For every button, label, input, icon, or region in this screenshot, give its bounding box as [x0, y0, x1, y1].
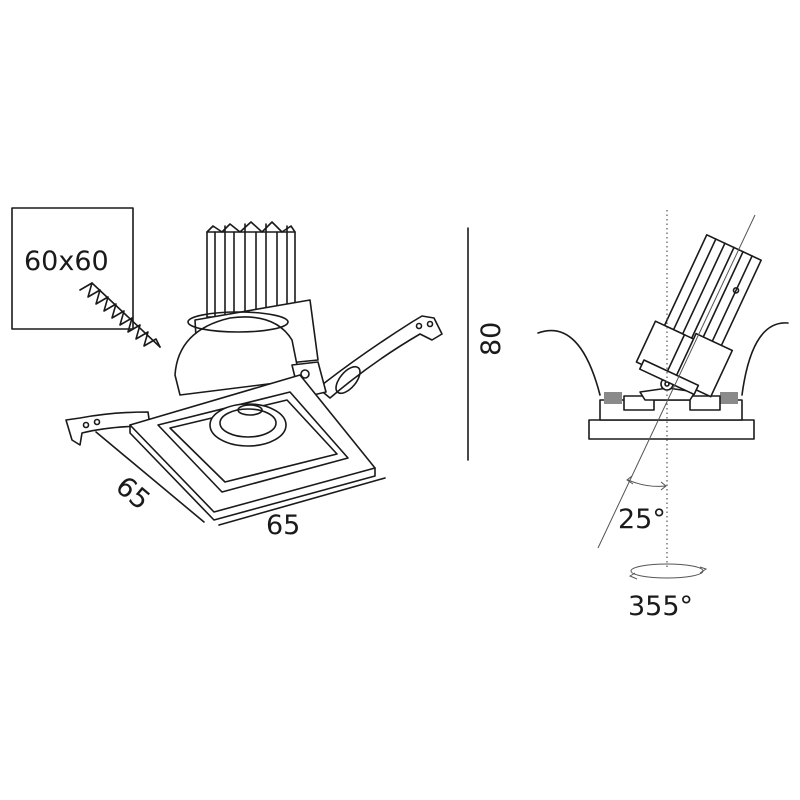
fixture-3d-view: 65 65 80	[65, 221, 507, 541]
saw-teeth-icon	[79, 282, 161, 348]
lamp-body	[174, 316, 301, 396]
tilted-lamp	[635, 234, 762, 398]
fixture-side-view: 25° 355°	[537, 210, 789, 622]
trim-ring	[588, 419, 755, 440]
left-spring-clip	[65, 411, 151, 446]
depth-dimension-line	[95, 431, 205, 523]
cutout-box	[11, 207, 134, 330]
tilt-arc	[627, 479, 667, 487]
right-spring-clip	[317, 315, 443, 399]
cutout-label: 60x60	[24, 246, 109, 277]
ceiling-right-curve	[741, 322, 789, 396]
height-label: 80	[476, 322, 507, 356]
tilt-axis	[597, 214, 756, 549]
ceiling-left-curve	[537, 329, 601, 396]
width-dimension-line	[218, 477, 386, 526]
depth-label: 65	[110, 471, 156, 517]
heatsink	[206, 221, 296, 318]
tilt-angle-label: 25°	[618, 504, 666, 535]
width-label: 65	[266, 510, 300, 541]
rotation-angle-label: 355°	[628, 591, 693, 622]
cutout-symbol: 60x60	[11, 207, 161, 348]
lens	[209, 403, 287, 447]
